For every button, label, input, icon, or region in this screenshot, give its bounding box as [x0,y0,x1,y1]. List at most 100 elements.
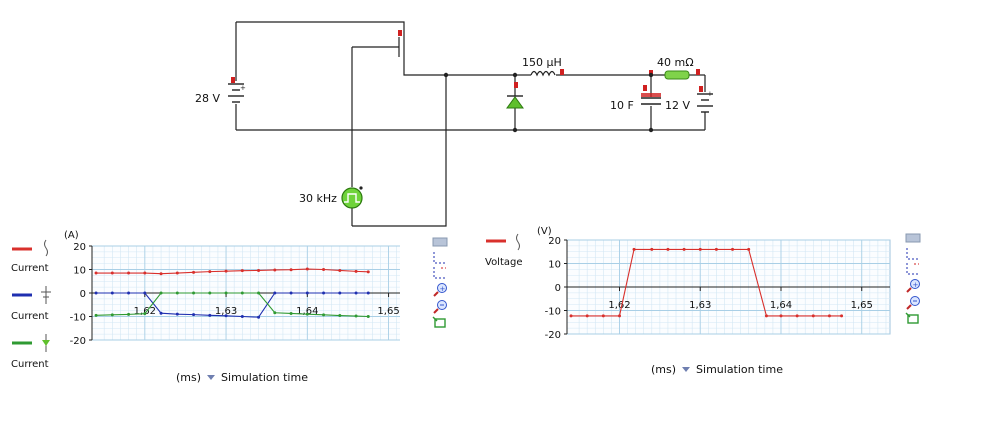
legend-current-1-swatch [12,239,48,257]
data-point [354,314,358,318]
pulse-frequency-label: 30 kHz [299,192,337,205]
data-point [698,247,702,251]
data-point [569,314,573,318]
right-footer-unit: (ms) [651,363,677,376]
data-point [110,313,114,317]
legend-current-2-label: Current [11,311,49,322]
data-point [305,291,309,295]
load-voltage-label: 12 V [665,99,691,112]
data-point [322,291,326,295]
data-point [94,271,98,275]
series-line-1 [571,248,842,317]
legend-voltage-label: Voltage [485,257,523,268]
data-point [143,312,147,316]
y-tick-label: -20 [545,330,561,341]
x-tick-label: 1,65 [851,300,873,311]
left-y-unit: (A) [64,230,79,241]
data-point [366,270,370,274]
data-point [289,311,293,315]
left-chart-toolbar: + [432,237,448,328]
diode-icon [506,96,524,109]
data-point [159,291,163,295]
data-point [811,314,815,318]
zoom-in-icon[interactable]: + [906,279,920,293]
legend-current-3-label: Current [11,359,49,370]
x-tick-label: 1,64 [296,306,318,317]
zoom-out-icon[interactable] [433,300,447,314]
svg-text:+: + [240,84,246,92]
data-point [192,313,196,317]
fit-icon[interactable] [905,312,919,324]
battery-voltage-label: 28 V [195,92,221,105]
fit-icon[interactable] [432,316,446,328]
right-footer: (ms) Simulation time [651,363,783,376]
data-point [208,270,212,274]
zoom-in-icon[interactable]: + [433,283,447,297]
legend-current-1-label: Current [11,263,49,274]
data-point [208,291,212,295]
data-point [273,291,277,295]
data-point [827,314,831,318]
data-point [322,268,326,271]
data-point [338,268,342,272]
inductor-label: 150 µH [522,56,562,69]
data-point [175,312,179,316]
data-point [175,291,179,295]
svg-text:+: + [707,90,713,98]
data-point [289,291,293,295]
data-point [273,311,277,315]
data-point [585,314,589,318]
data-point [764,314,768,318]
data-point [617,314,621,318]
chart-settings-icon[interactable] [905,233,921,243]
capacitor-icon [641,93,661,105]
legend-current-2-swatch [12,286,51,304]
data-point [143,271,147,275]
data-point [682,247,686,251]
data-point [601,314,605,318]
data-point [747,247,751,251]
data-point [322,313,326,317]
data-point [94,313,98,317]
data-point [338,291,342,295]
right-chart-toolbar: + [905,233,921,324]
data-point [127,312,131,316]
data-point [192,270,196,274]
unit-dropdown-icon[interactable] [682,367,691,372]
data-point [779,314,783,318]
y-tick-label: 20 [73,242,86,253]
x-tick-label: 1,63 [689,300,711,311]
data-point [240,291,244,295]
data-point [175,271,179,275]
cursor-2-icon[interactable] [433,267,446,279]
right-y-unit: (V) [537,226,552,237]
data-point [94,291,98,295]
series-line-1 [96,268,369,275]
cursor-icon[interactable] [906,248,919,260]
left-legend-icons [12,239,51,352]
data-point [714,247,718,251]
data-point [257,268,261,272]
x-tick-label: 1,63 [215,306,237,317]
data-point [305,267,309,271]
battery-icon [228,83,244,103]
y-tick-label: -10 [70,313,86,324]
data-point [840,314,844,318]
cursor-2-icon[interactable] [906,263,919,275]
data-point [289,268,293,272]
cursor-icon[interactable] [433,252,446,264]
data-point [127,271,131,275]
data-point [224,269,228,273]
zoom-out-icon[interactable] [906,296,920,310]
left-footer-label: Simulation time [221,371,308,384]
data-point [208,313,212,317]
left-footer: (ms) Simulation time [176,371,308,384]
x-tick-label: 1,64 [770,300,792,311]
unit-dropdown-icon[interactable] [207,375,216,380]
chart-settings-icon[interactable] [432,237,448,247]
y-tick-label: 0 [555,283,561,294]
circuit-diagram: + + [228,21,713,227]
data-point [666,247,670,251]
